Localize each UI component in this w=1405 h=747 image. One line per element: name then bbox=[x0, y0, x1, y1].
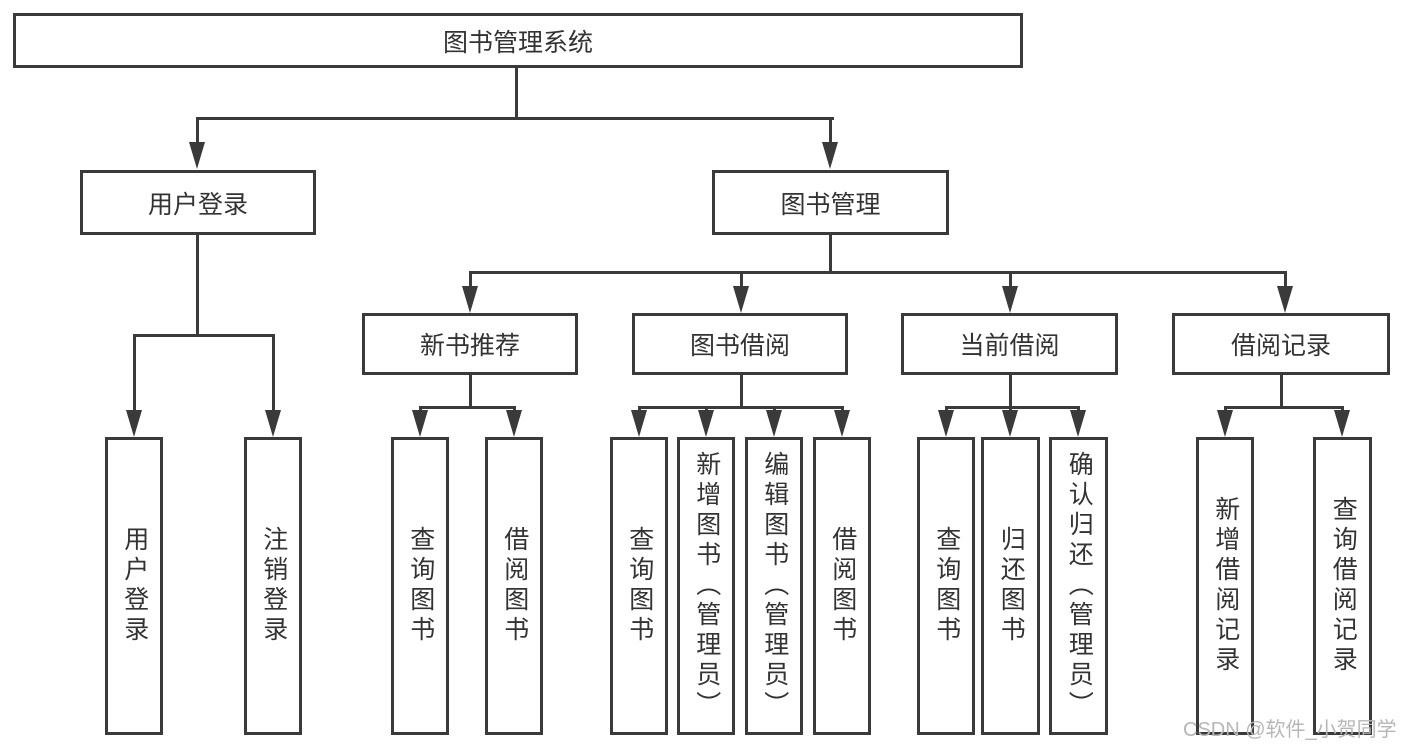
node-current-borrow: 当前借阅 bbox=[901, 313, 1118, 375]
connector-line bbox=[469, 271, 1287, 274]
connector-line bbox=[638, 406, 844, 409]
arrowhead-icon bbox=[822, 142, 838, 169]
connector-line bbox=[196, 235, 199, 336]
leaf-user-login: 用户登录 bbox=[105, 437, 163, 735]
arrowhead-icon bbox=[733, 286, 749, 313]
leaf-records-query-record: 查询借阅记录 bbox=[1313, 437, 1372, 735]
connector-line bbox=[1224, 406, 1344, 409]
arrowhead-icon bbox=[766, 410, 782, 437]
csdn-watermark: CSDN @软件_小贺同学 bbox=[1183, 719, 1397, 741]
leaf-user-login-label: 用户登录 bbox=[120, 526, 149, 646]
connector-line bbox=[133, 334, 275, 337]
leaf-current-return-books-label: 归还图书 bbox=[997, 526, 1026, 646]
node-new-book-recommend-label: 新书推荐 bbox=[419, 332, 520, 360]
arrowhead-icon bbox=[189, 142, 205, 169]
arrowhead-icon bbox=[938, 410, 954, 437]
connector-line bbox=[196, 117, 199, 145]
leaf-borrow-add-books-admin-label: 新增图书（管理员） bbox=[692, 451, 721, 721]
leaf-borrow-query-books-label: 查询图书 bbox=[625, 526, 654, 646]
connector-line bbox=[196, 117, 834, 120]
node-book-management: 图书管理 bbox=[712, 170, 949, 235]
node-root: 图书管理系统 bbox=[13, 13, 1023, 68]
leaf-records-query-record-label: 查询借阅记录 bbox=[1329, 496, 1358, 676]
leaf-current-query-books-label: 查询图书 bbox=[932, 526, 961, 646]
connector-line bbox=[945, 406, 1080, 409]
arrowhead-icon bbox=[1217, 410, 1233, 437]
arrowhead-icon bbox=[1070, 410, 1086, 437]
arrowhead-icon bbox=[412, 410, 428, 437]
connector-line bbox=[829, 235, 832, 274]
node-current-borrow-label: 当前借阅 bbox=[959, 332, 1060, 360]
arrowhead-icon bbox=[834, 410, 850, 437]
node-borrow-records-label: 借阅记录 bbox=[1230, 332, 1331, 360]
leaf-logout: 注销登录 bbox=[244, 437, 302, 735]
connector-line bbox=[1280, 375, 1283, 409]
leaf-borrow-add-books-admin: 新增图书（管理员） bbox=[677, 437, 735, 735]
connector-line bbox=[829, 117, 832, 145]
leaf-borrow-edit-books-admin: 编辑图书（管理员） bbox=[745, 437, 803, 735]
node-user-login-label: 用户登录 bbox=[147, 190, 248, 219]
arrowhead-icon bbox=[1334, 410, 1350, 437]
connector-line bbox=[1284, 271, 1287, 289]
node-new-book-recommend: 新书推荐 bbox=[362, 313, 578, 375]
connector-line bbox=[272, 334, 275, 412]
connector-line bbox=[515, 68, 518, 118]
leaf-records-add-record: 新增借阅记录 bbox=[1196, 437, 1254, 735]
connector-line bbox=[133, 334, 136, 412]
node-book-management-label: 图书管理 bbox=[780, 190, 881, 219]
node-book-borrow: 图书借阅 bbox=[632, 313, 848, 375]
arrowhead-icon bbox=[265, 410, 281, 437]
leaf-borrow-edit-books-admin-label: 编辑图书（管理员） bbox=[760, 451, 789, 721]
arrowhead-icon bbox=[1277, 286, 1293, 313]
leaf-records-add-record-label: 新增借阅记录 bbox=[1211, 496, 1240, 676]
leaf-recommend-query-books-label: 查询图书 bbox=[406, 526, 435, 646]
leaf-logout-label: 注销登录 bbox=[259, 526, 288, 646]
connector-line bbox=[740, 271, 743, 289]
leaf-recommend-borrow-books-label: 借阅图书 bbox=[500, 526, 529, 646]
connector-line bbox=[740, 375, 743, 409]
arrowhead-icon bbox=[698, 410, 714, 437]
leaf-recommend-borrow-books: 借阅图书 bbox=[485, 437, 543, 735]
connector-line bbox=[469, 271, 472, 289]
leaf-current-return-books: 归还图书 bbox=[981, 437, 1040, 735]
leaf-borrow-borrow-books: 借阅图书 bbox=[813, 437, 871, 735]
arrowhead-icon bbox=[631, 410, 647, 437]
node-book-borrow-label: 图书借阅 bbox=[689, 332, 790, 360]
node-borrow-records: 借阅记录 bbox=[1172, 313, 1390, 375]
leaf-current-confirm-return-admin: 确认归还（管理员） bbox=[1049, 437, 1108, 735]
leaf-recommend-query-books: 查询图书 bbox=[391, 437, 449, 735]
arrowhead-icon bbox=[126, 410, 142, 437]
leaf-current-confirm-return-admin-label: 确认归还（管理员） bbox=[1065, 451, 1094, 721]
node-root-label: 图书管理系统 bbox=[442, 28, 593, 57]
leaf-borrow-borrow-books-label: 借阅图书 bbox=[828, 526, 857, 646]
connector-line bbox=[469, 375, 472, 409]
leaf-borrow-query-books: 查询图书 bbox=[610, 437, 668, 735]
connector-line bbox=[1009, 375, 1012, 409]
node-user-login: 用户登录 bbox=[80, 170, 316, 235]
connector-line bbox=[1009, 271, 1012, 289]
arrowhead-icon bbox=[462, 286, 478, 313]
arrowhead-icon bbox=[506, 410, 522, 437]
arrowhead-icon bbox=[1002, 286, 1018, 313]
arrowhead-icon bbox=[1002, 410, 1018, 437]
leaf-current-query-books: 查询图书 bbox=[917, 437, 975, 735]
connector-line bbox=[419, 406, 516, 409]
